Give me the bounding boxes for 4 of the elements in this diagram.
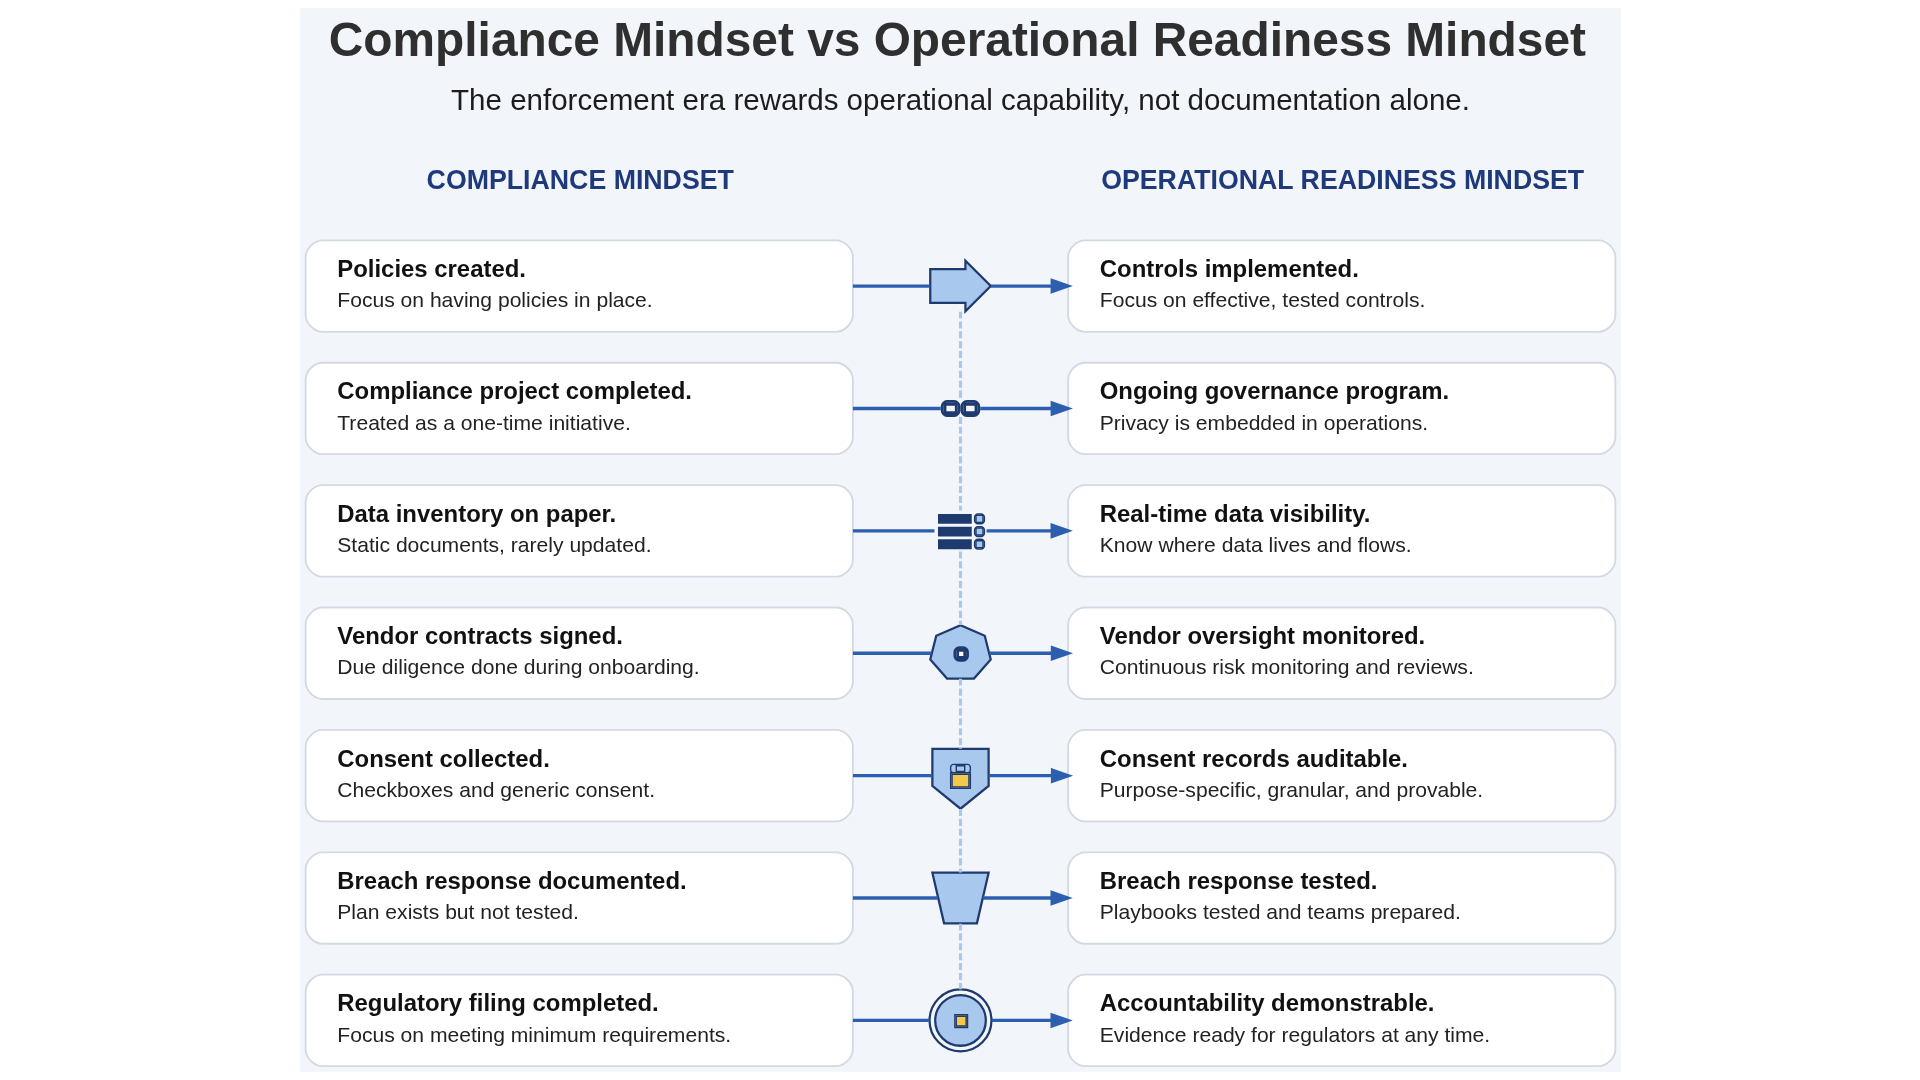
label: COMPLIANCE MINDSET [426,165,734,196]
label: The enforcement era rewards operational capability, not documentation alone. [450,82,1470,116]
diagram-title: Compliance Mindset vs Operational Readiness Mindset [328,13,1586,67]
label: OPERATIONAL READINESS MINDSET [1100,165,1584,196]
